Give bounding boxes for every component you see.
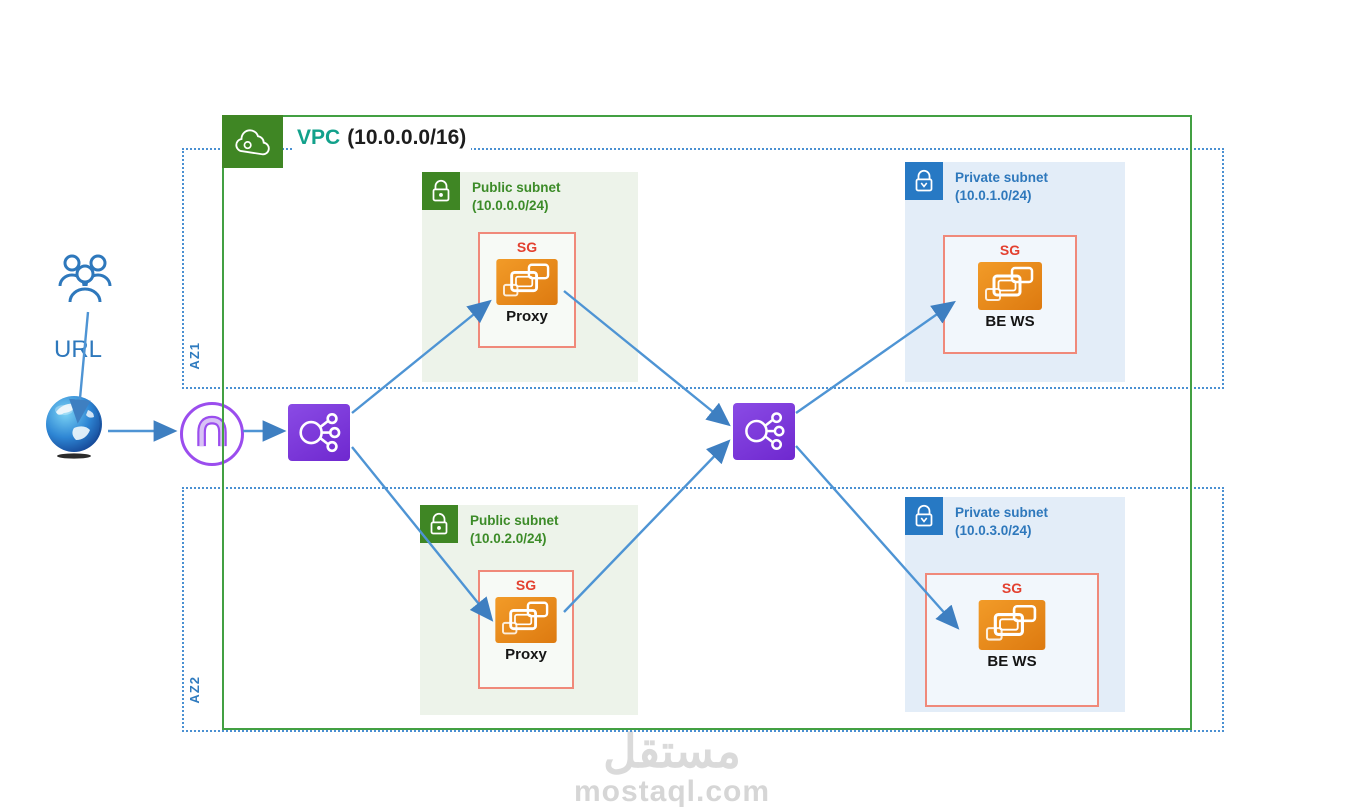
az1-label: AZ1 (187, 342, 202, 370)
subnet-name: Private subnet (955, 505, 1049, 520)
public-subnet-lock-icon (422, 172, 460, 210)
load-balancer-icon (288, 404, 350, 461)
watermark: مستقل mostaql.com (574, 726, 770, 807)
load-balancer-icon (733, 403, 795, 460)
instance-label: BE WS (987, 653, 1037, 670)
internet-gateway-icon (180, 402, 244, 466)
az2-label: AZ2 (187, 676, 202, 704)
users-icon (55, 250, 115, 315)
instance-label: Proxy (505, 646, 547, 663)
globe-icon (44, 394, 104, 465)
subnet-title: Public subnet (10.0.0.0/24) (472, 179, 561, 214)
ec2-instance-icon (978, 600, 1046, 650)
sg-label: SG (999, 242, 1021, 258)
sg-label: SG (1001, 580, 1023, 596)
url-label: URL (54, 336, 103, 363)
subnet-cidr: (10.0.1.0/24) (955, 187, 1032, 203)
subnet-name: Private subnet (955, 170, 1049, 185)
sg-label: SG (515, 577, 537, 593)
vpc-cidr: (10.0.0.0/16) (347, 126, 467, 149)
ec2-instance-icon (496, 259, 558, 305)
sg-label: SG (516, 239, 538, 255)
watermark-arabic: مستقل (603, 725, 741, 777)
public-subnet-az1: Public subnet (10.0.0.0/24) SG Proxy (422, 172, 638, 382)
ec2-instance-icon (978, 262, 1042, 310)
vpc-title: VPC (10.0.0.0/16) (292, 126, 472, 150)
vpc-cloud-icon (222, 115, 283, 168)
subnet-name: Public subnet (470, 513, 559, 528)
private-subnet-lock-icon (905, 162, 943, 200)
security-group-proxy-az1: SG Proxy (478, 232, 576, 348)
vpc-name: VPC (297, 126, 341, 149)
subnet-title: Private subnet (10.0.3.0/24) (955, 504, 1048, 539)
instance-label: BE WS (985, 313, 1035, 330)
instance-label: Proxy (506, 308, 548, 325)
security-group-proxy-az2: SG Proxy (478, 570, 574, 689)
security-group-bews-az1: SG BE WS (943, 235, 1077, 354)
ec2-instance-icon (495, 597, 557, 643)
watermark-domain: mostaql.com (573, 774, 771, 808)
subnet-title: Private subnet (10.0.1.0/24) (955, 169, 1048, 204)
availability-zone-2-box (182, 487, 1224, 732)
subnet-cidr: (10.0.0.0/24) (472, 197, 549, 213)
subnet-cidr: (10.0.3.0/24) (955, 522, 1032, 538)
subnet-name: Public subnet (472, 180, 561, 195)
availability-zone-1-box (182, 148, 1224, 389)
